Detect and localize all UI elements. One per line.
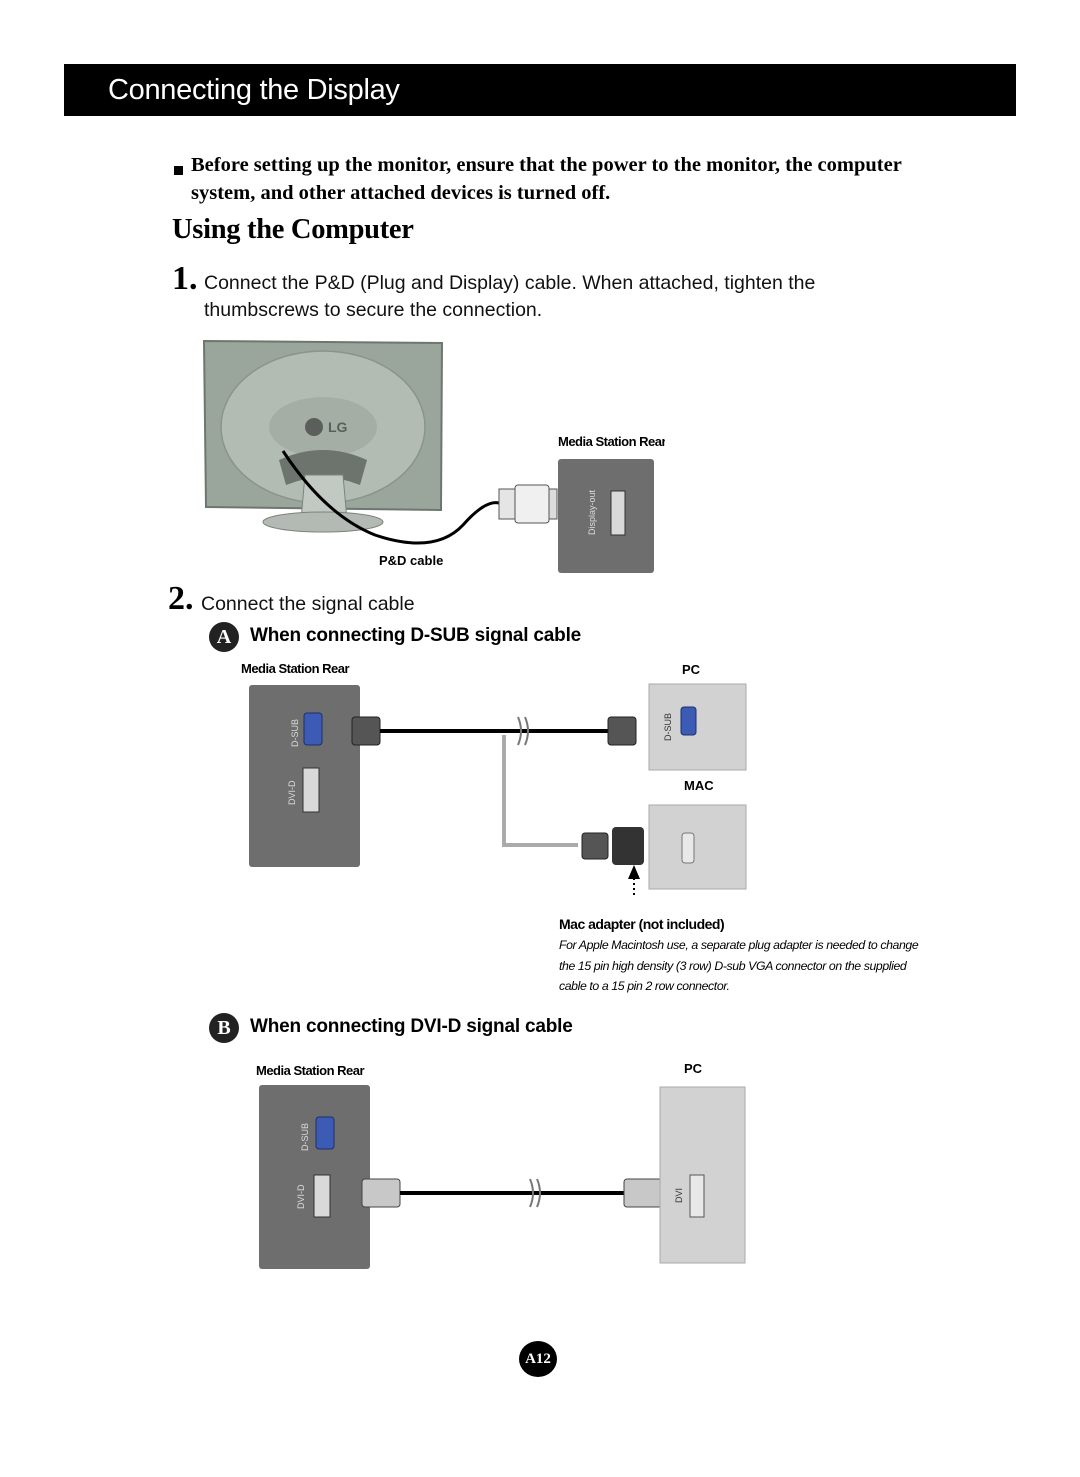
mac-label: MAC (684, 778, 714, 793)
display-out-port (610, 490, 626, 536)
section-b-title: When connecting DVI-D signal cable (250, 1016, 573, 1037)
dsub-port-b (315, 1116, 335, 1150)
bullet-square-icon (174, 166, 183, 175)
port-label-pc-dsub: D-SUB (663, 713, 673, 741)
figure-pd-cable: LG Display-out Media Station Rear P&D ca… (202, 339, 665, 573)
pc-label-a: PC (682, 662, 701, 677)
mac-adapter-label: Mac adapter (not included) (559, 916, 725, 932)
port-label-display-out: Display-out (587, 489, 597, 535)
page-number-badge: A12 (519, 1341, 557, 1377)
pc-dvi-port (689, 1174, 705, 1218)
media-station-panel-1 (558, 459, 654, 573)
lg-logo-text: LG (328, 419, 348, 435)
pc-panel-a (648, 683, 747, 771)
media-station-label-a: Media Station Rear (241, 661, 349, 676)
mac-cable-line (502, 735, 578, 847)
section-title: Using the Computer (172, 214, 414, 245)
dsub-port-a (303, 712, 323, 746)
media-station-label-b: Media Station Rear (256, 1063, 364, 1078)
pc-dsub-port (680, 706, 697, 736)
port-label-dvid-a: DVI-D (287, 780, 297, 805)
arrow-up-icon (628, 865, 640, 879)
step2-number: 2. (168, 580, 194, 617)
step1-number: 1. (172, 260, 198, 297)
lg-logo-icon (305, 418, 323, 436)
step2-text: Connect the signal cable (201, 593, 415, 615)
marker-b: B (209, 1013, 239, 1043)
port-label-dsub-b: D-SUB (300, 1123, 310, 1151)
port-label-dvid-b: DVI-D (296, 1184, 306, 1209)
media-station-label-1: Media Station Rear (558, 434, 665, 449)
mac-port (681, 832, 695, 864)
header-bar: Connecting the Display (64, 64, 1016, 116)
dvid-port-b (313, 1174, 331, 1218)
page-title: Connecting the Display (108, 74, 400, 106)
port-label-dsub-a: D-SUB (290, 719, 300, 747)
step1-text: Connect the P&D (Plug and Display) cable… (204, 272, 816, 321)
marker-a: A (209, 622, 239, 652)
mac-adapter-note: For Apple Macintosh use, a separate plug… (559, 938, 919, 993)
mac-adapter (612, 827, 644, 865)
pd-cable-line (281, 450, 500, 545)
pd-connector (498, 488, 516, 520)
dvid-port-a (302, 767, 320, 813)
figure-dvid-cable: Media Station Rear PC D-SUB DVI-D DVI (256, 1061, 746, 1269)
section-a-title: When connecting D-SUB signal cable (250, 625, 582, 646)
pd-cable-label: P&D cable (379, 553, 443, 568)
figure-dsub-cable: Media Station Rear PC D-SUB DVI-D D-SUB … (241, 661, 747, 895)
mac-panel (648, 804, 747, 890)
port-label-pc-dvi: DVI (674, 1188, 684, 1203)
warning-text: Before setting up the monitor, ensure th… (191, 154, 902, 204)
pc-label-b: PC (684, 1061, 703, 1076)
